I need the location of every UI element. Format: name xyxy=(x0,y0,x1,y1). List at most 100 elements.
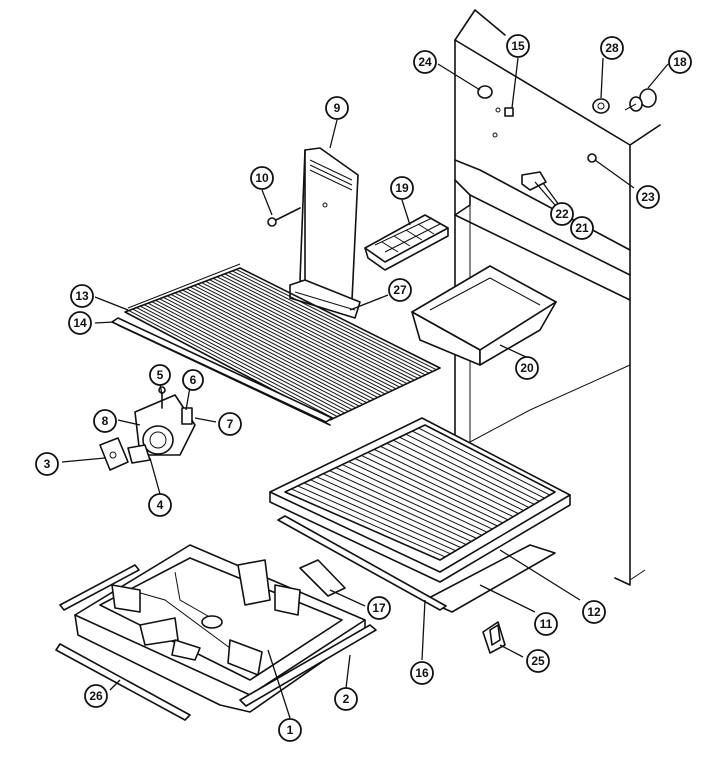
callout-10: 10 xyxy=(250,166,274,190)
shelf-wire xyxy=(220,274,422,378)
callout-label: 8 xyxy=(102,414,109,428)
shelf-rib xyxy=(405,433,540,502)
control-assembly xyxy=(99,386,196,471)
shelf-wire xyxy=(205,280,408,385)
callout-17: 17 xyxy=(367,596,391,620)
callout-16: 16 xyxy=(410,661,434,685)
shelf-wire xyxy=(216,276,419,379)
callout-21: 21 xyxy=(570,216,594,240)
glass-shelf xyxy=(269,417,571,583)
callout-1: 1 xyxy=(278,718,302,742)
freezer-bin xyxy=(411,265,557,366)
callout-label: 23 xyxy=(641,190,655,204)
shelf-rib xyxy=(310,479,462,549)
shelf-rib xyxy=(297,485,451,555)
callout-20: 20 xyxy=(515,356,539,380)
callout-label: 18 xyxy=(673,55,687,69)
callout-14: 14 xyxy=(68,311,92,335)
shelf-rib xyxy=(380,445,519,515)
callout-label: 21 xyxy=(575,221,589,235)
callout-18: 18 xyxy=(668,50,692,74)
shelf-rib xyxy=(354,458,498,527)
callout-8: 8 xyxy=(93,409,117,433)
shelf-wire xyxy=(186,288,389,393)
shelf-wire xyxy=(182,289,386,395)
callout-label: 4 xyxy=(157,498,164,512)
callout-label: 9 xyxy=(334,101,341,115)
bracket xyxy=(482,621,506,654)
callout-label: 14 xyxy=(73,316,87,330)
callout-4: 4 xyxy=(148,493,172,517)
wire-shelf xyxy=(117,263,441,426)
callout-label: 11 xyxy=(540,617,553,631)
shelf-wire xyxy=(193,285,397,390)
callout-label: 10 xyxy=(255,171,269,185)
shelf-wire xyxy=(155,299,360,407)
callout-label: 15 xyxy=(511,39,525,53)
callout-19: 19 xyxy=(390,176,414,200)
shelf-rib xyxy=(329,470,477,539)
ice-tray xyxy=(364,214,449,271)
shelf-wire xyxy=(128,310,334,419)
callout-label: 28 xyxy=(605,41,619,55)
shelf-wire xyxy=(209,279,411,383)
callout-13: 13 xyxy=(70,284,94,308)
callout-label: 25 xyxy=(531,654,545,668)
shelf-rib xyxy=(303,482,456,552)
air-duct xyxy=(289,147,361,319)
shelf-rib xyxy=(322,473,472,542)
callout-label: 24 xyxy=(418,55,432,69)
shelf-wire xyxy=(212,277,415,381)
callout-label: 1 xyxy=(287,723,294,737)
callout-25: 25 xyxy=(526,649,550,673)
shelf-wire xyxy=(147,302,353,411)
callout-label: 2 xyxy=(343,692,350,706)
shelf-wire xyxy=(174,292,378,398)
shelf-wire xyxy=(136,307,342,416)
shelf-clip xyxy=(299,559,346,597)
shelf-rib xyxy=(392,439,530,508)
callout-26: 26 xyxy=(84,684,108,708)
shelf-rib xyxy=(342,464,488,533)
callout-label: 20 xyxy=(520,361,534,375)
shelf-wire xyxy=(170,293,375,400)
callout-label: 7 xyxy=(227,417,234,431)
shelf-wire xyxy=(224,273,426,376)
shelf-wire xyxy=(228,271,430,374)
shelf-wire xyxy=(239,267,441,369)
callout-label: 13 xyxy=(75,289,89,303)
callout-6: 6 xyxy=(182,369,204,391)
shelf-wire xyxy=(197,283,400,388)
callout-3: 3 xyxy=(35,452,59,476)
shelf-wire xyxy=(163,296,367,404)
shelf-wire xyxy=(151,301,356,409)
callout-5: 5 xyxy=(149,364,171,386)
callout-label: 27 xyxy=(393,283,407,297)
shelf-rib xyxy=(418,427,551,496)
shelf-rib xyxy=(348,461,493,530)
shelf-rib xyxy=(361,455,503,524)
cabinet-hardware xyxy=(477,85,657,191)
callout-22: 22 xyxy=(550,202,574,226)
lower-cover xyxy=(74,544,366,713)
callout-label: 19 xyxy=(395,181,409,195)
shelf-rib xyxy=(335,467,483,536)
callout-27: 27 xyxy=(388,278,412,302)
shelf-wire xyxy=(140,305,345,414)
leader-lines xyxy=(61,57,669,719)
shelf-wire xyxy=(232,270,433,372)
shelf-rib xyxy=(399,436,535,505)
cover-strip xyxy=(239,624,377,707)
shelf-rib xyxy=(316,476,467,546)
shelf-wire xyxy=(143,304,349,412)
callout-24: 24 xyxy=(413,50,437,74)
callout-label: 6 xyxy=(190,373,197,387)
callout-15: 15 xyxy=(506,34,530,58)
callout-9: 9 xyxy=(325,96,349,120)
shelf-rib xyxy=(373,448,514,518)
callout-label: 5 xyxy=(157,368,164,382)
callout-label: 3 xyxy=(44,457,51,471)
callout-label: 12 xyxy=(587,605,601,619)
callout-2: 2 xyxy=(334,687,358,711)
